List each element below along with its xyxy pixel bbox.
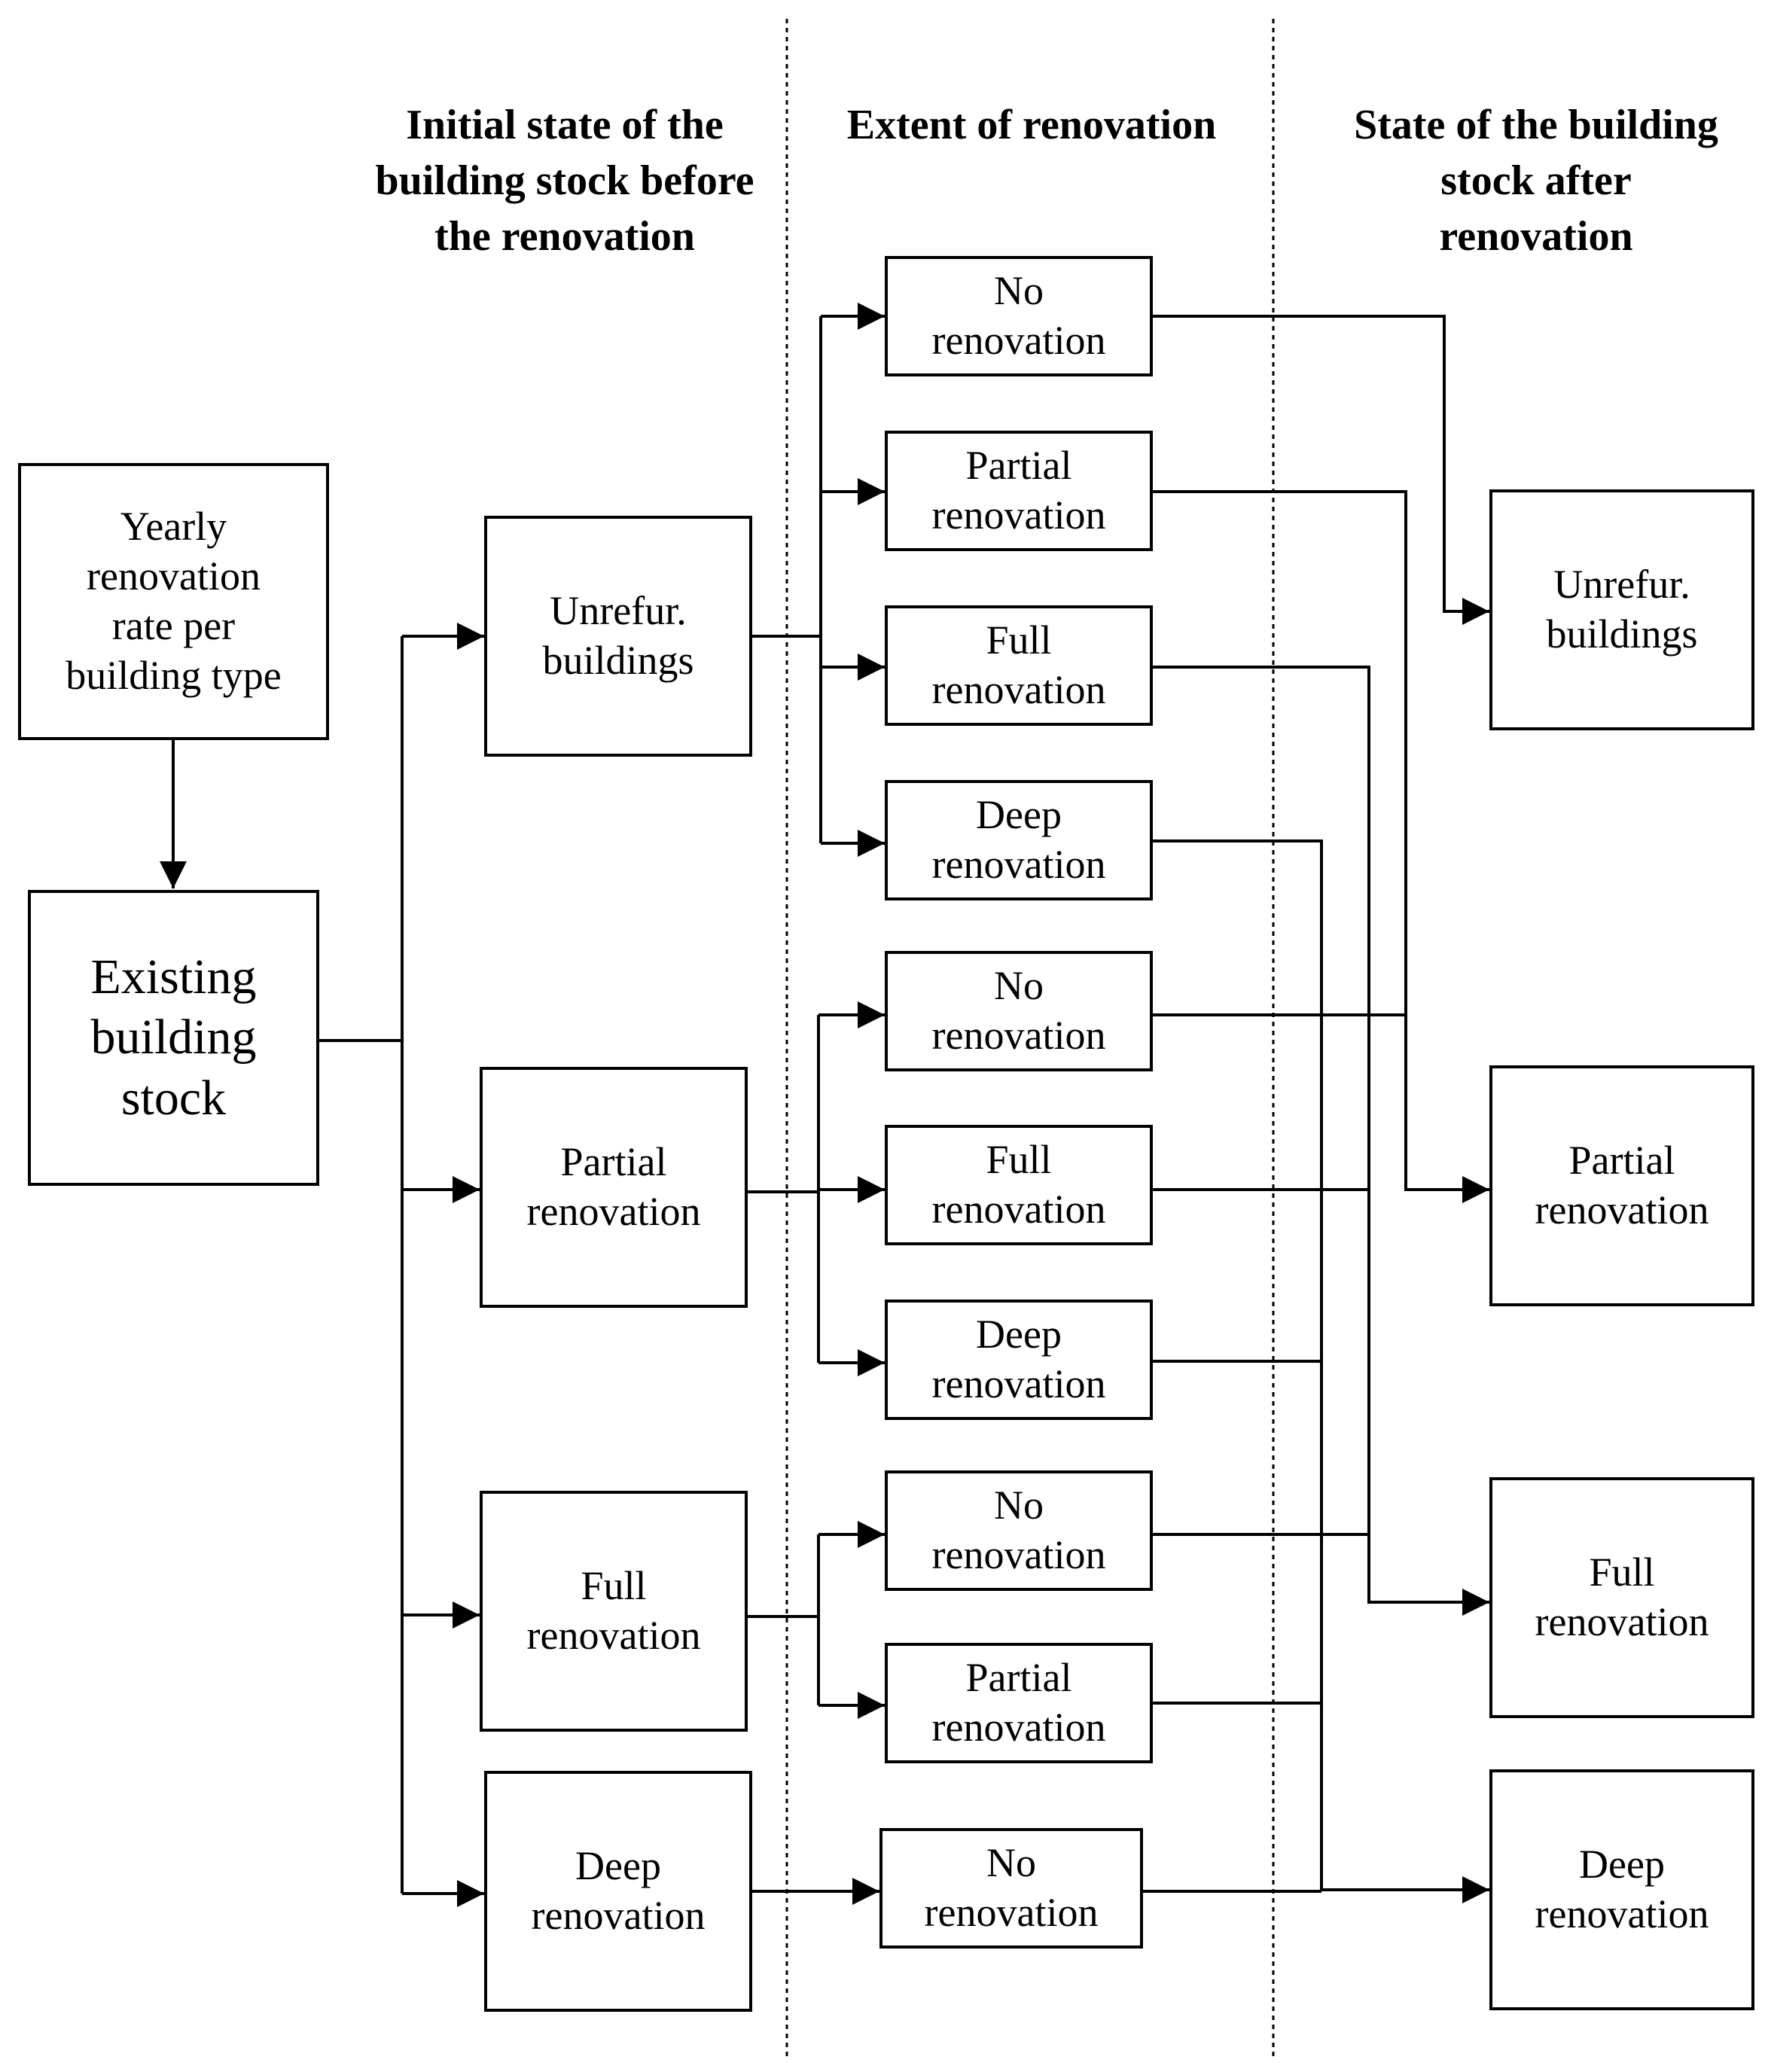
extent-d-no-box: No renovation <box>879 1828 1143 1949</box>
initial-full-box: Full renovation <box>480 1491 748 1732</box>
connector-u-partial-to-after-partial <box>1153 490 1489 1203</box>
extent-p-full-box: Full renovation <box>885 1125 1153 1245</box>
extent-p-deep-box: Deep renovation <box>885 1300 1153 1420</box>
extent-u-no-box: No renovation <box>885 256 1153 376</box>
after-partial-label: Partial renovation <box>1535 1138 1709 1233</box>
extent-f-partial-box: Partial renovation <box>885 1643 1153 1763</box>
initial-unrefur-box: Unrefur. buildings <box>484 516 752 757</box>
extent-f-no-label: No renovation <box>931 1482 1106 1577</box>
initial-partial-label: Partial renovation <box>526 1139 701 1234</box>
extent-u-partial-box: Partial renovation <box>885 431 1153 551</box>
extent-u-no-label: No renovation <box>931 268 1106 363</box>
extent-u-full-label: Full renovation <box>931 617 1106 712</box>
yearly-rate-label: Yearly renovation rate per building type <box>66 504 282 698</box>
after-partial-box: Partial renovation <box>1489 1065 1754 1306</box>
extent-u-full-box: Full renovation <box>885 605 1153 726</box>
after-full-label: Full renovation <box>1535 1549 1709 1644</box>
header-after-state: State of the building stock after renova… <box>1354 102 1718 260</box>
header-extent: Extent of renovation <box>846 102 1217 148</box>
after-deep-label: Deep renovation <box>1535 1842 1709 1936</box>
initial-unrefur-label: Unrefur. buildings <box>542 588 694 683</box>
after-full-box: Full renovation <box>1489 1477 1754 1718</box>
extent-f-partial-label: Partial renovation <box>931 1655 1106 1750</box>
initial-partial-box: Partial renovation <box>480 1067 748 1308</box>
header-initial-state: Initial state of the building stock befo… <box>375 102 754 260</box>
yearly-rate-box: Yearly renovation rate per building type <box>18 463 329 740</box>
extent-p-no-label: No renovation <box>931 963 1106 1058</box>
extent-f-no-box: No renovation <box>885 1470 1153 1591</box>
extent-p-full-label: Full renovation <box>931 1137 1106 1232</box>
extent-p-no-box: No renovation <box>885 951 1153 1071</box>
connector-u-deep-to-after-deep <box>1153 839 1489 1903</box>
extent-d-no-label: No renovation <box>924 1840 1099 1935</box>
extent-u-deep-label: Deep renovation <box>931 792 1106 887</box>
after-deep-box: Deep renovation <box>1489 1769 1754 2010</box>
extent-u-partial-label: Partial renovation <box>931 443 1106 538</box>
extent-p-deep-label: Deep renovation <box>931 1312 1106 1406</box>
after-unrefur-box: Unrefur. buildings <box>1489 489 1754 730</box>
existing-stock-label: Existing building stock <box>90 949 257 1126</box>
connectors <box>160 303 1489 1907</box>
initial-deep-box: Deep renovation <box>484 1771 752 2012</box>
existing-stock-box: Existing building stock <box>28 890 319 1186</box>
extent-u-deep-box: Deep renovation <box>885 780 1153 900</box>
initial-deep-label: Deep renovation <box>531 1843 706 1938</box>
connector-u-full-to-after-full <box>1153 666 1489 1616</box>
after-unrefur-label: Unrefur. buildings <box>1546 562 1698 657</box>
initial-full-label: Full renovation <box>526 1563 701 1658</box>
connector-to-after-unrefur <box>1153 315 1489 625</box>
